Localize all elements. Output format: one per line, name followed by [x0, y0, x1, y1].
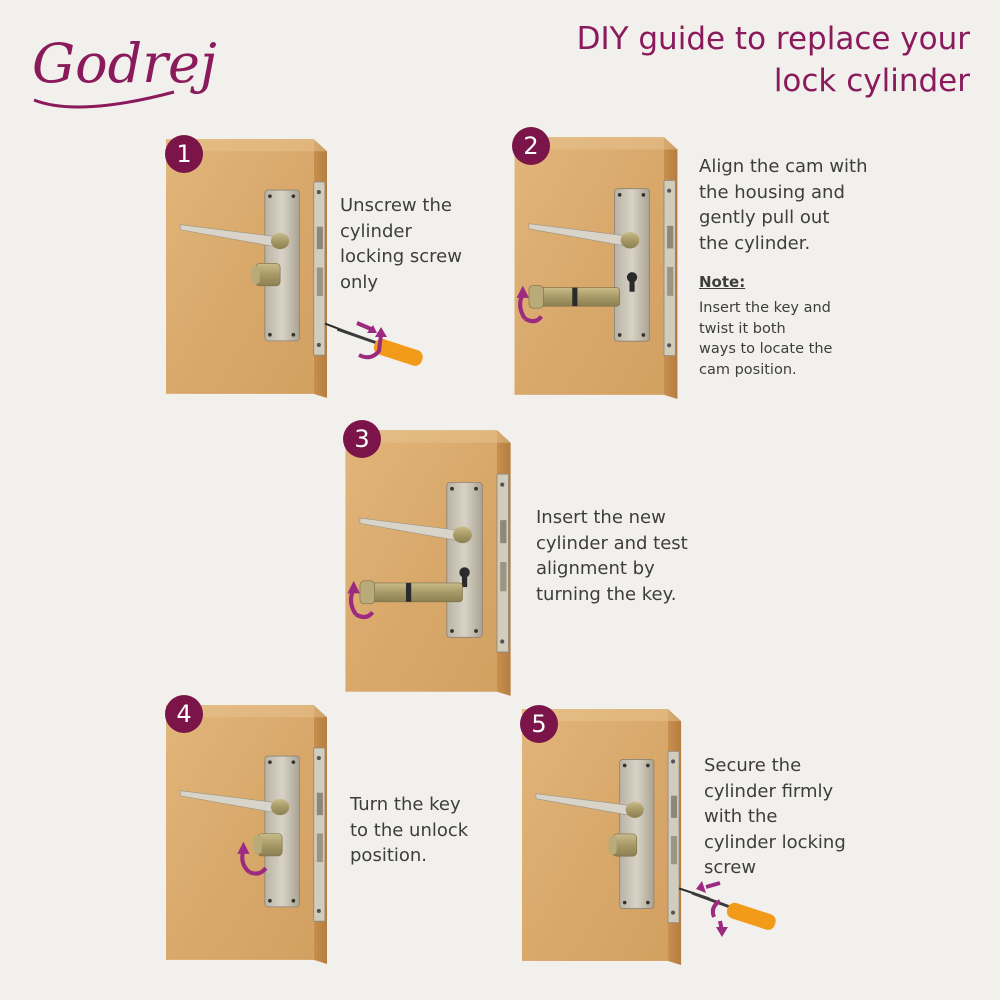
step-4-badge: 4 — [165, 695, 203, 733]
step-1-text: Unscrew the cylinder locking screw only — [340, 195, 462, 293]
step-1-badge: 1 — [165, 135, 203, 173]
step-5: 5 Secure the cylinder firmly with the cy… — [520, 705, 980, 975]
door-illustration-1 — [165, 135, 355, 400]
step-4: 4 Turn the key to the unlock position. — [165, 695, 505, 965]
door-illustration-5 — [520, 705, 710, 967]
step-2-text: Align the cam with the housing and gentl… — [699, 156, 868, 254]
rotate-arrow-icon — [356, 321, 387, 360]
door-illustration-2 — [512, 133, 682, 401]
step-4-text: Turn the key to the unlock position. — [350, 794, 469, 866]
door-illustration-4 — [165, 701, 330, 966]
page-title: DIY guide to replace your lock cylinder — [576, 21, 970, 99]
rotate-arrow-icon — [237, 841, 268, 876]
step-2-badge: 2 — [512, 127, 550, 165]
step-1: 1 Unscrew the cylinder locking screw onl… — [165, 135, 505, 405]
logo-text: Godrej — [32, 32, 217, 95]
step-2: 2 Align the cam with the housing and gen… — [512, 125, 982, 405]
door-illustration-3 — [343, 426, 515, 698]
step-5-badge: 5 — [520, 705, 558, 743]
step-3-badge: 3 — [343, 420, 381, 458]
step-3: 3 Insert the new cylinder and test align… — [343, 420, 743, 700]
step-3-text: Insert the new cylinder and test alignme… — [536, 507, 688, 605]
godrej-logo: Godrej — [32, 32, 217, 109]
screwdriver-icon — [337, 321, 423, 366]
screwdriver-icon — [691, 881, 776, 937]
rotate-arrow-icon — [696, 881, 728, 937]
rotate-arrow-icon — [516, 285, 543, 324]
rotate-arrow-icon — [347, 580, 375, 620]
step-2-note-text: Insert the key and twist it both ways to… — [699, 300, 833, 378]
step-5-text: Secure the cylinder firmly with the cyli… — [704, 755, 846, 878]
step-2-note-title: Note: — [699, 273, 746, 291]
